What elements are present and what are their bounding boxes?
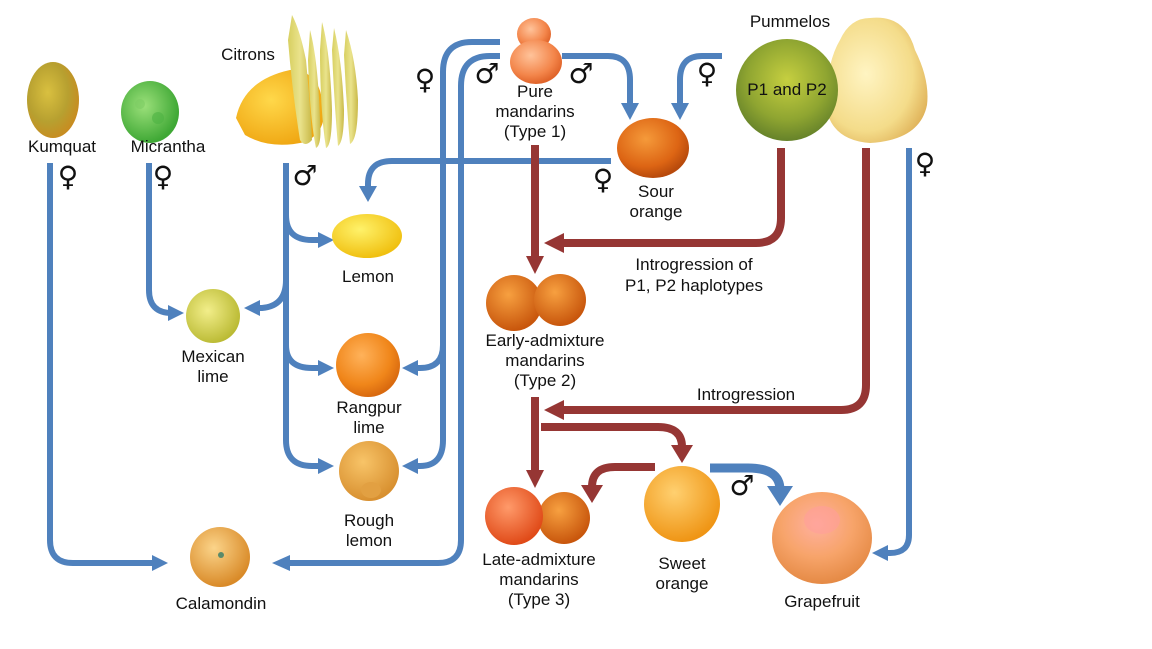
label-kumquat: Kumquat — [27, 137, 97, 156]
red-arrows — [531, 145, 870, 488]
male-symbol-icon: ♂ — [474, 57, 500, 90]
fruit-micrantha — [121, 81, 179, 143]
label-grapefruit: Grapefruit — [784, 592, 860, 611]
label-pure-mandarins: Pure mandarins (Type 1) — [495, 82, 575, 141]
male-symbol-icon: ♂ — [568, 57, 594, 90]
fruit-sweet-orange — [644, 466, 720, 542]
label-sour-orange: Sour orange — [629, 182, 683, 221]
arrowhead — [318, 458, 334, 474]
arrowhead — [402, 458, 418, 474]
arrow-mandarin-rough-lemon — [288, 53, 500, 566]
arrow-early-to-sweet-orange — [541, 423, 686, 448]
label-mexican-lime: Mexican lime — [181, 347, 245, 386]
label-micrantha: Micrantha — [130, 137, 206, 156]
blue-arrowheads — [152, 103, 888, 571]
female-symbol-icon: ♀ — [152, 160, 174, 193]
arrow-mandarin-rangpur — [415, 39, 500, 371]
fruit-late-admixture-mandarins — [485, 487, 590, 545]
arrow-kumquat-calamondin — [47, 163, 152, 566]
fruit-rangpur-lime — [336, 333, 400, 397]
label-pummelos: Pummelos — [749, 12, 831, 31]
label-late-admixture-mandarins: Late-admixture mandarins (Type 3) — [482, 550, 596, 609]
label-citrons: Citrons — [221, 45, 275, 64]
arrowhead — [244, 300, 260, 316]
label-lemon: Lemon — [342, 267, 394, 286]
label-rough-lemon: Rough lemon — [343, 511, 395, 550]
fruit-calamondin — [190, 527, 250, 587]
fruit-citrons — [236, 15, 358, 148]
arrowhead — [544, 400, 564, 420]
annotation-introgression-p1-p2: Introgression of P1, P2 haplotypes — [625, 255, 763, 295]
arrow-pummelo-grapefruit — [885, 148, 912, 556]
label-rangpur-lime: Rangpur lime — [336, 398, 402, 437]
arrowhead — [872, 545, 888, 561]
female-symbol-icon: ♀ — [414, 63, 436, 96]
annotation-introgression: Introgression — [696, 385, 796, 404]
fruit-rough-lemon — [339, 441, 399, 501]
arrowhead — [621, 103, 639, 120]
arrow-citrons-lemon — [283, 214, 320, 243]
male-symbol-icon: ♂ — [292, 159, 318, 192]
arrowhead — [318, 232, 334, 248]
arrow-citrons-trunk — [283, 163, 320, 469]
arrowhead — [272, 555, 290, 571]
arrow-micrantha-mexican-lime — [146, 163, 173, 316]
arrow-citrons-rangpur — [283, 344, 320, 371]
fruit-kumquat — [27, 62, 79, 138]
arrowhead — [526, 256, 544, 274]
female-symbol-icon: ♀ — [914, 147, 936, 180]
arrowhead — [168, 305, 184, 321]
female-symbol-icon: ♀ — [592, 163, 614, 196]
arrowhead — [671, 445, 693, 463]
male-symbol-icon: ♂ — [729, 469, 755, 502]
label-pummelos-p1-p2: P1 and P2 — [747, 80, 827, 99]
red-arrowheads — [526, 233, 693, 503]
arrow-mandarin-rough-lemon-branch — [415, 345, 446, 469]
fruit-early-admixture-mandarins — [486, 274, 586, 331]
female-symbol-icon: ♀ — [57, 160, 79, 193]
arrowhead — [526, 470, 544, 488]
arrowhead — [402, 360, 418, 376]
arrow-pummelo-p1p2-introgression — [562, 148, 785, 247]
arrow-sweet-orange-grapefruit — [710, 463, 785, 491]
arrowhead — [544, 233, 564, 253]
label-sweet-orange: Sweet orange — [655, 554, 709, 593]
fruit-mexican-lime — [186, 289, 240, 343]
blue-arrows — [47, 39, 912, 566]
fruit-sour-orange — [617, 118, 689, 178]
fruit-grapefruit — [772, 492, 872, 584]
label-calamondin: Calamondin — [175, 594, 267, 613]
arrow-pummelo-sour-orange — [677, 53, 722, 105]
arrowhead — [152, 555, 168, 571]
label-early-admixture-mandarins: Early-admixture mandarins (Type 2) — [485, 331, 605, 390]
arrow-citrons-mexican-lime — [258, 279, 289, 311]
arrow-sour-orange-lemon — [365, 158, 611, 188]
arrow-pummelo-introgression — [562, 148, 870, 414]
arrowhead — [767, 486, 793, 506]
fruit-lemon — [332, 214, 402, 258]
arrowhead — [671, 103, 689, 120]
arrow-sweet-to-late-mandarins — [588, 463, 655, 488]
arrowhead — [581, 485, 603, 503]
arrow-mandarin-sour-orange — [562, 53, 633, 105]
arrowhead — [318, 360, 334, 376]
female-symbol-icon: ♀ — [696, 57, 718, 90]
arrowhead — [359, 186, 377, 202]
fruit-pummelos — [736, 17, 928, 144]
fruit-pure-mandarins — [510, 18, 562, 84]
